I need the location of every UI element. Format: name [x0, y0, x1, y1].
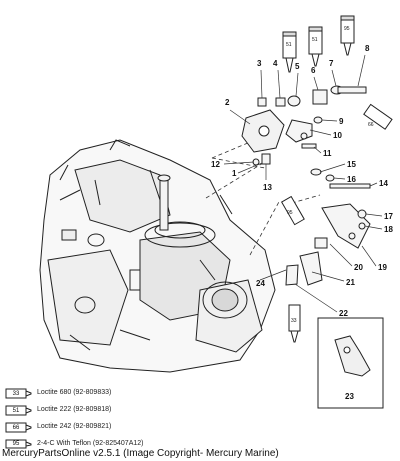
shaft: [157, 174, 171, 231]
lubricant-tube-top-3: [340, 15, 355, 56]
tube-label-top-2: 51: [312, 37, 318, 43]
callout-7: 7: [329, 59, 334, 68]
throttle-cam-plate: [241, 109, 285, 153]
callout-labels: 1 2 3 4 5 6 7 8 9 10 11 12 13 14 15 16 1…: [211, 44, 393, 401]
callout-11: 11: [323, 149, 332, 158]
callout-3: 3: [257, 59, 262, 68]
tube-label-95: 95: [287, 210, 293, 216]
callout-1: 1: [232, 169, 237, 178]
callout-24: 24: [256, 279, 265, 288]
legend-code-1: 33: [12, 391, 20, 397]
legend-text-4: 2-4-C With Teflon (92-825407A12): [37, 440, 144, 447]
legend-text-3: Loctite 242 (92-809821): [37, 423, 112, 430]
callout-12: 12: [211, 160, 220, 169]
callout-14: 14: [379, 179, 388, 188]
callout-4: 4: [273, 59, 278, 68]
callout-9: 9: [339, 117, 344, 126]
small-parts: [252, 85, 371, 286]
callout-21: 21: [346, 278, 355, 287]
legend-code-2: 51: [12, 408, 20, 414]
callout-15: 15: [347, 160, 356, 169]
callout-13: 13: [263, 183, 272, 192]
callout-20: 20: [354, 263, 363, 272]
legend-code-3: 66: [12, 425, 20, 431]
callout-18: 18: [384, 225, 393, 234]
callout-leaders: [223, 54, 383, 313]
lubricant-tube-33: [288, 304, 301, 343]
lubricant-tube-top-1: [282, 31, 297, 73]
callout-8: 8: [365, 44, 370, 53]
callout-2: 2: [225, 98, 230, 107]
lubricant-tube-95: [280, 195, 305, 226]
tube-label-top-1: 51: [286, 42, 292, 48]
legend-code-4: 95: [12, 441, 20, 447]
callout-22: 22: [339, 309, 348, 318]
inset-box: [317, 317, 384, 409]
callout-16: 16: [347, 175, 356, 184]
legend-swatches: [5, 388, 32, 449]
callout-5: 5: [295, 62, 300, 71]
callout-23: 23: [345, 392, 354, 401]
powerhead-block: [39, 139, 276, 373]
lubricant-tube-66: [363, 103, 393, 130]
callout-17: 17: [384, 212, 393, 221]
tube-label-33: 33: [291, 318, 297, 324]
legend-text-1: Loctite 680 (92-809833): [37, 389, 112, 396]
legend-text-2: Loctite 222 (92-809818): [37, 406, 112, 413]
callout-10: 10: [333, 131, 342, 140]
tube-label-top-3: 95: [344, 26, 350, 32]
tube-label-66: 66: [368, 122, 374, 128]
lubricant-tube-top-2: [308, 26, 323, 67]
callout-6: 6: [311, 66, 316, 75]
copyright-footer: MercuryPartsOnline v2.5.1 (Image Copyrig…: [2, 448, 279, 459]
callout-19: 19: [378, 263, 387, 272]
